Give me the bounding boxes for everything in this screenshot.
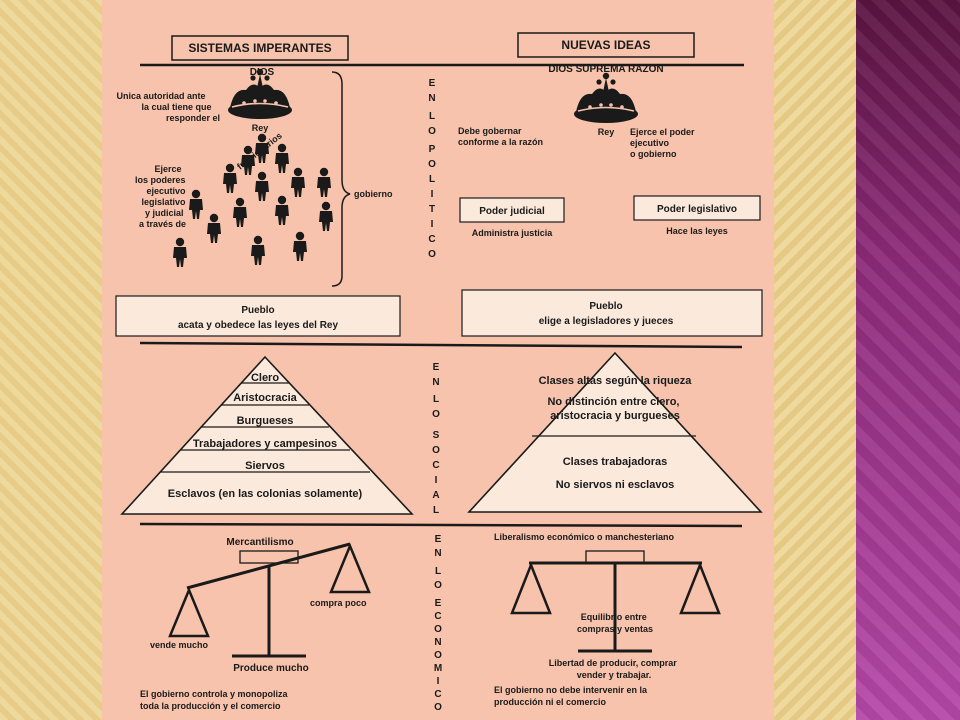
dios-suprema-label: DIOS SUPREMA RAZON	[548, 64, 663, 75]
equilibrio-text: Equilibrio entre compras y ventas	[577, 612, 653, 634]
rey-label: Rey	[598, 127, 615, 137]
tier-clases-trabajadoras: Clases trabajadoras	[563, 456, 668, 468]
vertical-label-politico: E N L O P O L I T I C O	[428, 78, 436, 260]
svg-text:O: O	[434, 580, 442, 591]
vertical-label-social: E N L O S O C I A L	[432, 362, 440, 516]
svg-text:I: I	[431, 189, 434, 200]
svg-text:O: O	[432, 445, 440, 456]
economico-left: Mercantilismo compra poco vende mucho Pr…	[140, 537, 371, 711]
compra-poco-label: compra poco	[310, 598, 367, 608]
pueblo-left-box	[115, 295, 401, 337]
svg-text:P: P	[429, 144, 436, 155]
svg-text:N: N	[432, 377, 439, 388]
economico-right: Liberalismo económico o manchesteriano E…	[494, 532, 721, 707]
svg-text:E: E	[435, 598, 442, 609]
svg-text:I: I	[435, 475, 438, 486]
balanced-scale-icon	[510, 550, 721, 653]
tier-siervos: Siervos	[245, 460, 285, 472]
svg-text:N: N	[434, 637, 441, 648]
svg-text:L: L	[433, 394, 439, 405]
svg-text:C: C	[432, 460, 439, 471]
tier-no-distincion: No distinción entre clero, aristocracia …	[547, 396, 682, 422]
poder-legislativo-label: Poder legislativo	[657, 204, 737, 215]
libertad-text: Libertad de producir, comprar vender y t…	[549, 658, 680, 680]
purple-side-band	[856, 0, 960, 720]
header-right-box: NUEVAS IDEAS	[517, 32, 695, 58]
politico-right: DIOS SUPREMA RAZON Rey Debe gobernar con…	[458, 64, 763, 337]
unica-autoridad-text: Unica autoridad ante la cual tiene que r…	[116, 91, 220, 123]
tier-clero: Clero	[251, 372, 279, 384]
svg-text:S: S	[433, 430, 440, 441]
debe-gobernar-text: Debe gobernar conforme a la razón	[458, 126, 543, 147]
gobierno-label: gobierno	[354, 189, 393, 199]
tier-esclavos: Esclavos (en las colonias solamente)	[168, 488, 363, 500]
tier-clases-altas: Clases altas según la riqueza	[539, 375, 693, 387]
crown-icon	[573, 72, 639, 124]
svg-text:O: O	[434, 702, 442, 713]
rey-label: Rey	[252, 123, 269, 133]
poder-judicial-box	[459, 197, 565, 223]
svg-text:O: O	[428, 126, 436, 137]
svg-text:O: O	[434, 624, 442, 635]
svg-text:C: C	[434, 611, 441, 622]
svg-text:I: I	[437, 676, 440, 687]
gobierno-brace	[331, 71, 351, 287]
svg-text:C: C	[434, 689, 441, 700]
header-right: NUEVAS IDEAS	[561, 38, 650, 52]
poder-judicial-label: Poder judicial	[479, 206, 545, 217]
social-right-pyramid: Clases altas según la riqueza No distinc…	[467, 351, 763, 513]
gobierno-controla-text: El gobierno controla y monopoliza toda l…	[140, 689, 290, 711]
pueblo-left-text: acata y obedece las leyes del Rey	[178, 320, 339, 331]
tier-aristocracia: Aristocracia	[233, 392, 297, 404]
svg-text:M: M	[434, 663, 442, 674]
ejerce-poder-text: Ejerce el poder ejecutivo o gobierno	[630, 127, 697, 159]
divider-economico	[139, 522, 743, 528]
ejerce-poderes-text: Ejerce los poderes ejecutivo legislativo…	[135, 164, 188, 229]
produce-mucho-label: Produce mucho	[233, 663, 309, 674]
tier-trabajadores: Trabajadores y campesinos	[193, 438, 337, 450]
divider-social	[139, 341, 743, 349]
pueblo-right-box	[461, 289, 763, 337]
crown-icon	[227, 68, 293, 120]
hace-leyes-text: Hace las leyes	[666, 226, 728, 236]
svg-text:O: O	[428, 249, 436, 260]
svg-text:N: N	[434, 548, 441, 559]
vertical-label-economico: E N L O E C O N O M I C O	[434, 534, 442, 713]
svg-text:I: I	[431, 219, 434, 230]
scanned-diagram: SISTEMAS IMPERANTES NUEVAS IDEAS E N L O…	[102, 0, 774, 720]
administra-justicia-text: Administra justicia	[472, 228, 554, 238]
tier-burgueses: Burgueses	[237, 415, 294, 427]
social-left-pyramid: Clero Aristocracia Burgueses Trabajadore…	[120, 355, 414, 515]
background-pattern-right	[774, 0, 856, 720]
svg-text:E: E	[435, 534, 442, 545]
mercantilismo-label: Mercantilismo	[226, 537, 293, 548]
background-pattern-left	[0, 0, 102, 720]
gobierno-no-intervenir-text: El gobierno no debe intervenir en la pro…	[494, 685, 650, 707]
liberalismo-label: Liberalismo económico o manchesteriano	[494, 532, 675, 542]
pueblo-right-title: Pueblo	[589, 301, 622, 312]
svg-text:C: C	[428, 234, 435, 245]
svg-text:L: L	[435, 566, 441, 577]
vende-mucho-label: vende mucho	[150, 640, 209, 650]
header-left: SISTEMAS IMPERANTES	[188, 41, 331, 55]
pueblo-left-title: Pueblo	[241, 305, 274, 316]
svg-text:T: T	[429, 204, 435, 215]
pueblo-right-text: elige a legisladores y jueces	[539, 316, 674, 327]
tier-no-siervos: No siervos ni esclavos	[556, 479, 675, 491]
svg-text:E: E	[433, 362, 440, 373]
poder-legislativo-box	[633, 195, 761, 221]
svg-text:O: O	[428, 159, 436, 170]
svg-text:A: A	[432, 490, 439, 501]
svg-text:O: O	[434, 650, 442, 661]
svg-text:N: N	[428, 93, 435, 104]
svg-text:L: L	[429, 111, 435, 122]
tilted-scale-icon	[168, 542, 371, 658]
svg-text:L: L	[429, 174, 435, 185]
politico-left: DIOS Rey Unica autoridad ante la cual ti…	[115, 67, 401, 337]
svg-text:O: O	[432, 409, 440, 420]
header-left-box: SISTEMAS IMPERANTES	[171, 35, 349, 61]
svg-text:E: E	[429, 78, 436, 89]
svg-text:L: L	[433, 505, 439, 516]
